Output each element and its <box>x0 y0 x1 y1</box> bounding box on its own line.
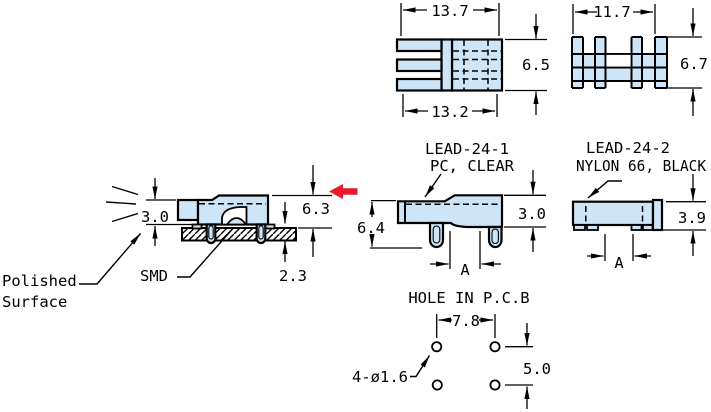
dimension-13-2: 13.2 <box>402 94 498 121</box>
assembly-lens-nose <box>176 198 200 222</box>
hole-size-callout: 4-ø1.6 <box>352 355 431 386</box>
hidden-lines <box>453 40 501 90</box>
dimension-6-4: 6.4 <box>357 199 422 249</box>
pcb-board-section <box>181 227 297 242</box>
assembly-leg-left-detail <box>208 225 214 240</box>
dimension-6-7: 6.7 <box>662 8 708 116</box>
dimension-3-9: 3.9 <box>663 174 706 256</box>
dim-hole-pitch-vertical: 5.0 <box>523 360 551 378</box>
spacer-crossbar <box>440 38 454 92</box>
red-pointer-arrow <box>329 184 358 199</box>
dim-depth: 6.5 <box>522 56 550 74</box>
top-view: 13.7 13.2 6.5 <box>395 2 550 121</box>
front-view: 11.7 6.7 <box>571 3 708 116</box>
dimension-13-7: 13.7 <box>400 2 500 36</box>
dim-lead1-span: A <box>460 261 470 279</box>
dimension-A-lead1: A <box>430 231 501 279</box>
lead2-feet <box>573 224 654 231</box>
dimension-7-8: 7.8 <box>436 312 496 338</box>
dimension-3-0-lead1: 3.0 <box>504 170 546 252</box>
spacer-prong-middle <box>395 58 443 73</box>
assembly-leg-right-detail <box>258 225 264 240</box>
polished-surface-label-line1: Polished <box>2 272 77 290</box>
lead2-body <box>571 200 655 227</box>
hole-callout-label: 4-ø1.6 <box>352 368 408 386</box>
hole-top-right <box>489 341 501 353</box>
spacer-prong-top <box>395 38 443 53</box>
front-view-window <box>604 53 633 69</box>
led-dome <box>225 217 248 226</box>
pcb-holes <box>431 341 501 391</box>
dim-front-height: 6.7 <box>680 55 708 73</box>
dim-width-outer: 13.7 <box>431 2 468 20</box>
lead1-title: LEAD-24-1 <box>425 140 509 158</box>
lead2-leader-line <box>587 180 622 199</box>
polished-surface-label-line2: Surface <box>2 293 67 311</box>
lead2-view: LEAD-24-2 NYLON 66, BLACK 3.9 A <box>571 139 707 272</box>
lead2-end-cap <box>651 198 664 232</box>
dimension-2-3: 2.3 <box>270 202 307 285</box>
dim-lead1-body-height: 3.0 <box>518 205 546 223</box>
hole-top-left <box>431 341 443 353</box>
dim-height-above-board: 6.3 <box>302 200 330 218</box>
lead2-title: LEAD-24-2 <box>586 139 670 157</box>
lead1-material: PC, CLEAR <box>430 157 515 175</box>
dimension-5-0: 5.0 <box>505 323 551 409</box>
lead1-leg-right-detail <box>491 228 499 245</box>
hole-callout-leader <box>410 355 431 378</box>
dim-below-board: 2.3 <box>279 267 307 285</box>
dimension-6-3: 6.3 <box>272 165 332 257</box>
dimension-6-5: 6.5 <box>505 14 550 115</box>
dim-lead1-total-height: 6.4 <box>357 219 385 237</box>
pcb-title: HOLE IN P.C.B <box>408 289 529 307</box>
pcb-hole-view: HOLE IN P.C.B 7.8 5.0 4-ø1.6 <box>352 289 551 409</box>
hole-bottom-right <box>489 379 501 391</box>
dimension-3-0-assembly: 3.0 <box>141 178 196 246</box>
smd-leader <box>177 229 233 278</box>
polish-rays <box>105 185 139 223</box>
assembly-foot-right <box>264 223 276 230</box>
dimension-A-lead2: A <box>587 234 651 272</box>
assembly-leg-left <box>205 223 217 245</box>
assembly-foot-left <box>191 223 203 230</box>
dim-width-inner: 13.2 <box>431 103 468 121</box>
lead2-material: NYLON 66, BLACK <box>576 157 707 175</box>
spacer-body-top-view <box>450 38 504 92</box>
hole-bottom-left <box>431 379 443 391</box>
assembly-view: Polished Surface SMD 3.0 6.3 2.3 <box>2 165 358 311</box>
lead1-leader-line <box>424 173 442 198</box>
smd-label: SMD <box>140 267 168 285</box>
dim-front-width: 11.7 <box>593 3 630 21</box>
dim-lead2-height: 3.9 <box>678 209 706 227</box>
dim-lead2-span: A <box>614 254 624 272</box>
lead1-view: LEAD-24-1 PC, CLEAR 6.4 3.0 A <box>357 140 546 279</box>
polished-surface-leader <box>79 233 142 285</box>
spacer-prong-bottom <box>395 77 443 92</box>
assembly-leg-right <box>255 223 267 245</box>
lead1-body <box>396 194 504 229</box>
dim-hole-pitch-horizontal: 7.8 <box>452 312 480 330</box>
dim-lens-height: 3.0 <box>141 208 169 226</box>
lead1-leg-left-detail <box>432 225 441 244</box>
dimension-11-7: 11.7 <box>572 3 656 34</box>
